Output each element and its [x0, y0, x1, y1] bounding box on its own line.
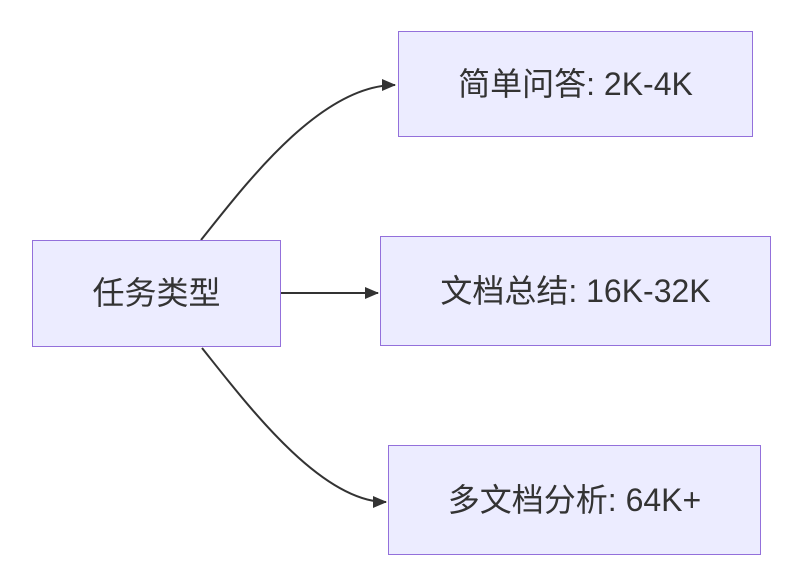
node-simple-qa: 简单问答: 2K-4K: [398, 31, 753, 137]
node-multi-doc: 多文档分析: 64K+: [388, 445, 761, 555]
node-task-type-label: 任务类型: [92, 275, 221, 312]
node-doc-summary-label: 文档总结: 16K-32K: [440, 272, 711, 309]
edge-root-to-simple-qa: [200, 79, 396, 241]
node-task-type: 任务类型: [32, 240, 281, 347]
edge-root-to-multi-doc: [201, 347, 387, 508]
node-multi-doc-label: 多文档分析: 64K+: [447, 481, 702, 518]
node-simple-qa-label: 简单问答: 2K-4K: [458, 65, 693, 102]
node-doc-summary: 文档总结: 16K-32K: [380, 236, 771, 346]
